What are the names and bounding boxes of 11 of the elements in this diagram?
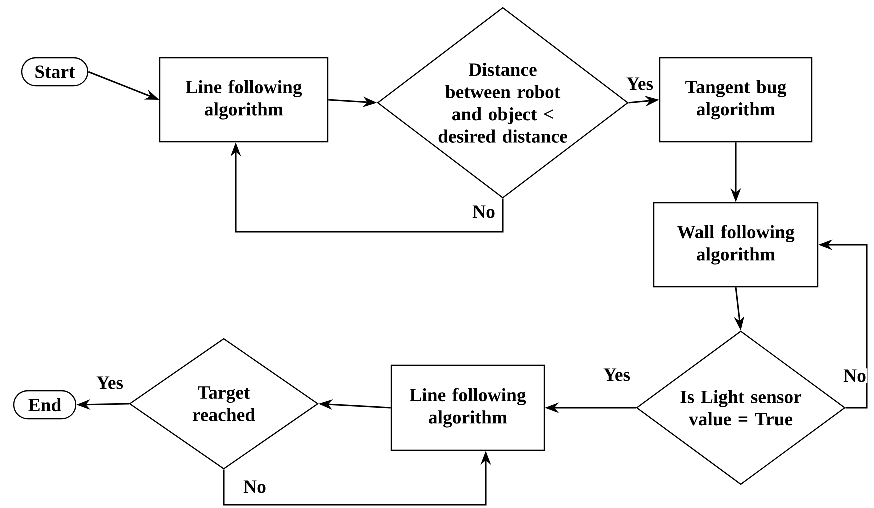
edge-label: No [242,480,268,494]
edge-label: Yes [95,376,125,390]
process-box: Line following algorithm [159,57,329,143]
terminal-box: End [13,390,77,420]
edge-label: No [471,204,497,220]
process-box: Line following algorithm [390,364,546,452]
process-box: Wall following algorithm [653,202,819,288]
edge-label: No [842,368,868,384]
edge-label: Yes [602,368,632,382]
process-box: Tangent bug algorithm [659,57,813,143]
terminal-box: Start [21,57,89,87]
